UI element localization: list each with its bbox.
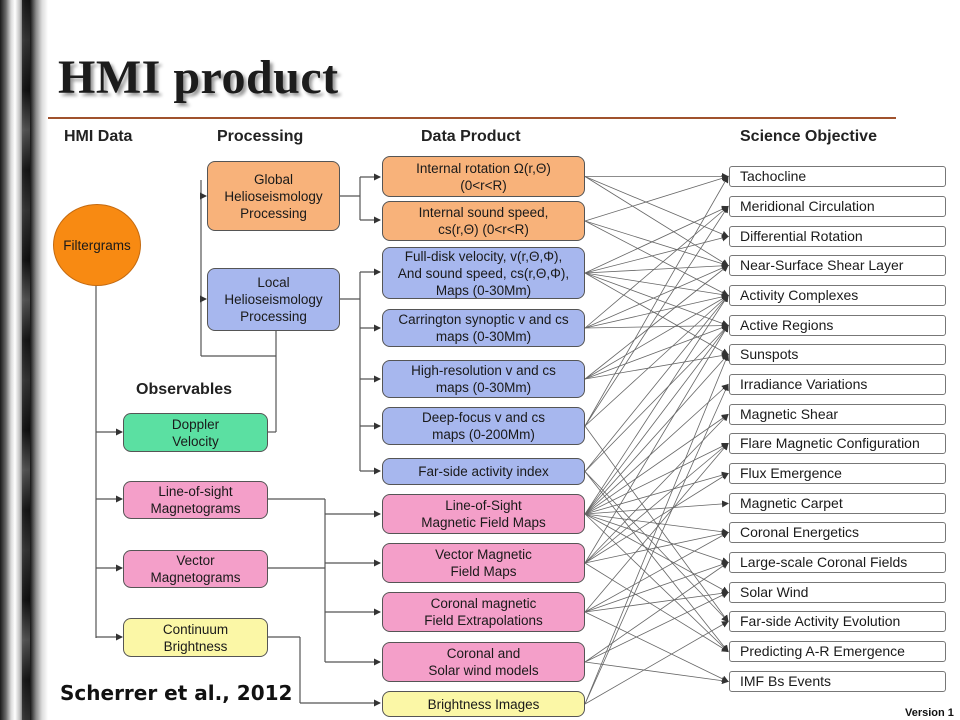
objective-item: Irradiance Variations — [729, 374, 946, 395]
objective-item: Flare Magnetic Configuration — [729, 433, 946, 454]
product-objective-link — [584, 500, 729, 515]
product-objective-link — [584, 205, 729, 427]
product-line-of-sight-field-maps: Line-of-Sight Magnetic Field Maps — [382, 494, 585, 534]
objective-item: Active Regions — [729, 315, 946, 336]
product-far-side-activity-index: Far-side activity index — [382, 458, 585, 485]
product-objective-link — [584, 442, 729, 613]
product-objective-link — [584, 513, 729, 653]
objective-item: Coronal Energetics — [729, 522, 946, 543]
product-objective-link — [584, 176, 729, 267]
product-coronal-solar-wind-models: Coronal and Solar wind models — [382, 642, 585, 682]
product-objective-link — [584, 264, 729, 380]
product-objective-link — [584, 272, 729, 327]
product-internal-rotation: Internal rotation Ω(r,Θ) (0<r<R) — [382, 156, 585, 197]
product-objective-link — [584, 383, 729, 705]
product-objective-link — [584, 471, 729, 623]
observable-line-of-sight-magnetograms: Line-of-sight Magnetograms — [123, 481, 268, 519]
objective-item: Meridional Circulation — [729, 196, 946, 217]
observable-doppler-velocity: Doppler Velocity — [123, 413, 268, 452]
product-objective-link — [584, 205, 729, 329]
objective-item: Solar Wind — [729, 582, 946, 603]
local-helioseismology-node: Local Helioseismology Processing — [207, 268, 340, 331]
objective-item: Magnetic Shear — [729, 404, 946, 425]
objective-item: Predicting A-R Emergence — [729, 641, 946, 662]
product-objective-link — [584, 425, 729, 623]
product-objective-link — [584, 220, 729, 296]
product-objective-link — [584, 294, 729, 515]
product-objective-link — [584, 322, 729, 330]
objective-item: Magnetic Carpet — [729, 493, 946, 514]
product-objective-link — [584, 532, 729, 613]
product-objective-link — [584, 174, 729, 222]
product-objective-link — [584, 471, 729, 515]
product-objective-link — [584, 413, 729, 564]
product-objective-link — [584, 272, 729, 355]
product-objective-link — [584, 443, 729, 515]
observable-continuum-brightness: Continuum Brightness — [123, 618, 268, 657]
objective-item: Far-side Activity Evolution — [729, 611, 946, 632]
product-objective-link — [584, 472, 729, 564]
title-underline — [48, 117, 896, 119]
product-objective-link — [584, 324, 729, 564]
product-objective-link — [584, 562, 729, 653]
product-objective-link — [584, 294, 729, 380]
product-vector-field-maps: Vector Magnetic Field Maps — [382, 543, 585, 583]
product-high-resolution: High-resolution v and cs maps (0-30Mm) — [382, 360, 585, 398]
product-objective-link — [584, 352, 729, 380]
product-objective-link — [584, 589, 729, 613]
product-objective-link — [584, 294, 729, 472]
product-objective-link — [584, 383, 729, 515]
product-objective-link — [584, 353, 729, 705]
objective-item: Activity Complexes — [729, 285, 946, 306]
product-objective-link — [584, 220, 729, 268]
filtergrams-node: Filtergrams — [53, 204, 141, 286]
product-objective-link — [584, 611, 729, 683]
product-objective-link — [584, 442, 729, 564]
product-objective-link — [584, 293, 729, 329]
product-objective-link — [584, 324, 729, 515]
product-objective-link — [584, 294, 729, 427]
objective-item: Sunspots — [729, 344, 946, 365]
product-objective-link — [584, 413, 729, 515]
version-label: Version 1 — [905, 707, 954, 719]
product-objective-link — [584, 175, 729, 427]
product-objective-link — [584, 661, 729, 685]
product-full-disk-velocity: Full-disk velocity, v(r,Θ,Φ), And sound … — [382, 247, 585, 299]
product-objective-link — [584, 324, 729, 472]
objective-item: Large-scale Coronal Fields — [729, 552, 946, 573]
objective-item: Flux Emergence — [729, 463, 946, 484]
citation: Scherrer et al., 2012 — [60, 681, 293, 705]
header-observables: Observables — [136, 381, 233, 398]
product-deep-focus: Deep-focus v and cs maps (0-200Mm) — [382, 407, 585, 445]
product-objective-link — [584, 324, 729, 380]
header-processing: Processing — [217, 128, 304, 145]
product-internal-sound-speed: Internal sound speed, cs(r,Θ) (0<r<R) — [382, 201, 585, 241]
product-objective-link — [584, 264, 729, 329]
product-objective-link — [584, 513, 729, 536]
objective-item: Tachocline — [729, 166, 946, 187]
header-hmi-data: HMI Data — [64, 128, 133, 145]
product-objective-link — [584, 513, 729, 593]
product-objective-link — [584, 272, 729, 299]
objective-item: Differential Rotation — [729, 226, 946, 247]
product-objective-link — [584, 262, 729, 274]
product-carrington-synoptic: Carrington synoptic v and cs maps (0-30M… — [382, 309, 585, 347]
left-decorative-stripe-shadow — [22, 0, 30, 720]
observable-vector-magnetograms: Vector Magnetograms — [123, 550, 268, 588]
objective-item: IMF Bs Events — [729, 671, 946, 692]
product-brightness-images: Brightness Images — [382, 691, 585, 717]
product-objective-link — [584, 471, 729, 653]
product-objective-link — [584, 353, 729, 515]
header-data-product: Data Product — [421, 128, 521, 145]
product-coronal-field-extrapolations: Coronal magnetic Field Extrapolations — [382, 592, 585, 632]
product-objective-link — [584, 530, 729, 564]
global-helioseismology-node: Global Helioseismology Processing — [207, 161, 340, 231]
product-objective-link — [584, 561, 729, 613]
objective-item: Near-Surface Shear Layer — [729, 255, 946, 276]
product-objective-link — [584, 621, 729, 705]
slide-title: HMI product — [58, 51, 339, 104]
product-objective-link — [584, 513, 729, 564]
header-science-objective: Science Objective — [740, 128, 877, 145]
